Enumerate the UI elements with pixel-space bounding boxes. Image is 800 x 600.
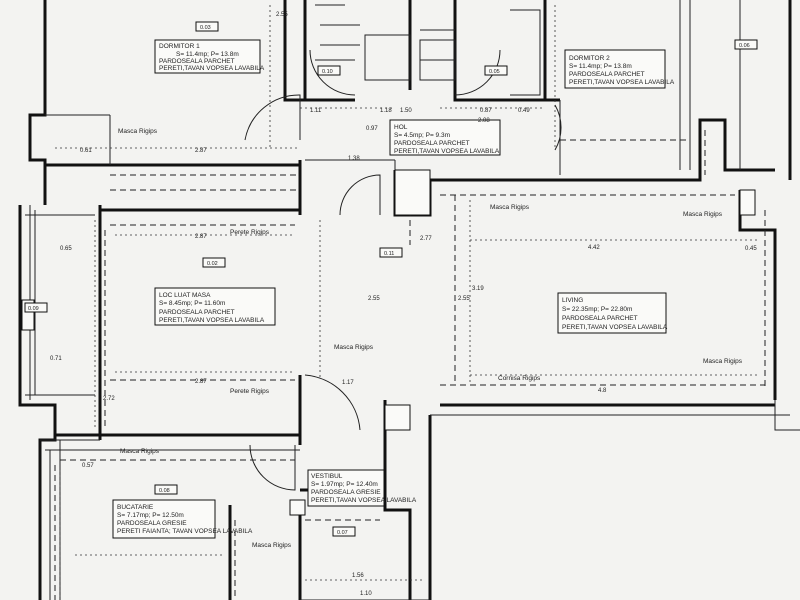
masca-rigips-label-1: Masca Rigips xyxy=(118,128,158,135)
dim-label: 3.19 xyxy=(472,286,484,292)
loc-luat-masa-title: LOC LUAT MASA xyxy=(159,292,211,299)
annotations: Masca Rigips Perete Rigips Perete Rigips… xyxy=(118,128,743,549)
dim-label: 2.87 xyxy=(195,234,207,240)
dim-label: 0.71 xyxy=(50,356,62,362)
vestibul-area: S= 1.97mp; P= 12.40m xyxy=(311,481,378,488)
living-area: S= 22.35mp; P= 22.80m xyxy=(562,306,632,313)
construction-lines xyxy=(25,0,800,600)
masca-rigips-label-4: Masca Rigips xyxy=(703,358,743,365)
hol-floor: PARDOSEALA PARCHET xyxy=(394,140,470,147)
dim-label: 0.65 xyxy=(60,246,72,252)
dim-label: 1.11 xyxy=(310,108,322,114)
dim-label: 1.17 xyxy=(342,380,354,386)
dormitor-1-title: DORMITOR 1 xyxy=(159,43,200,50)
door-swings xyxy=(244,49,562,491)
dim-label: 2.55 xyxy=(458,296,470,302)
loc-luat-masa-floor: PARDOSEALA PARCHET xyxy=(159,309,235,316)
dim-label: 4.8 xyxy=(598,388,607,394)
room-bucatarie: BUCATARIE S= 7.17mp; P= 12.50m PARDOSEAL… xyxy=(112,484,253,539)
masca-rigips-label-7: Masca Rigips xyxy=(252,542,292,549)
cornisa-rigips-label: Cornisa Rigips xyxy=(498,375,541,382)
room-living: LIVING S= 22.35mp; P= 22.80m PARDOSEALA … xyxy=(557,292,668,334)
bucatarie-code: 0.08 xyxy=(159,488,170,494)
dim-label: 0.87 xyxy=(480,108,492,114)
dormitor-2-code: 0.06 xyxy=(739,43,750,49)
dim-label: 0.97 xyxy=(366,126,378,132)
dim-label: 2.55 xyxy=(368,296,380,302)
loc-luat-masa-walls: PERETI,TAVAN VOPSEA LAVABILA xyxy=(159,317,265,324)
vestibul-title: VESTIBUL xyxy=(311,473,343,480)
perete-rigips-label-1: Perete Rigips xyxy=(230,229,270,236)
vestibul-floor: PARDOSEALA GRESIE xyxy=(311,489,381,496)
dimension-labels: 2.87 2.87 2.87 2.55 2.55 2.55 4.42 3.19 … xyxy=(50,12,757,597)
living-floor: PARDOSEALA PARCHET xyxy=(562,315,638,322)
dim-label: 1.18 xyxy=(380,108,392,114)
dormitor-2-title: DORMITOR 2 xyxy=(569,55,610,62)
dim-label: 1.38 xyxy=(348,156,360,162)
windows xyxy=(21,169,756,516)
hol-title: HOL xyxy=(394,124,408,131)
perete-rigips-label-2: Perete Rigips xyxy=(230,388,270,395)
dim-label: 4.42 xyxy=(588,245,600,251)
masca-rigips-label-5: Masca Rigips xyxy=(334,344,374,351)
masca-rigips-label-3: Masca Rigips xyxy=(683,211,723,218)
code-tag-4: 0.11 xyxy=(384,251,394,257)
loc-luat-masa-code: 0.02 xyxy=(207,261,218,267)
dim-label: 2.08 xyxy=(478,118,490,124)
living-title: LIVING xyxy=(562,297,583,304)
dormitor-2-walls: PERETI,TAVAN VOPSEA LAVABILA xyxy=(569,79,675,86)
hol-area: S= 4.5mp; P= 9.3m xyxy=(394,132,450,139)
dim-label: 2.72 xyxy=(103,396,115,402)
code-tag-3: 0.09 xyxy=(28,306,39,312)
living-walls: PERETI,TAVAN VOPSEA LAVABILA xyxy=(562,324,668,331)
dormitor-1-floor: PARDOSEALA PARCHET xyxy=(159,58,235,65)
dim-label: 0.45 xyxy=(745,246,757,252)
dormitor-1-code: 0.03 xyxy=(200,25,211,31)
dormitor-2-area: S= 11.4mp; P= 13.8m xyxy=(569,63,632,70)
dim-label: 0.49 xyxy=(518,108,530,114)
room-hol: HOL S= 4.5mp; P= 9.3m PARDOSEALA PARCHET… xyxy=(389,119,501,156)
dim-label: 1.10 xyxy=(360,591,372,597)
room-loc-luat-masa: LOC LUAT MASA S= 8.45mp; P= 11.60m PARDO… xyxy=(154,257,276,326)
room-dormitor-1: DORMITOR 1 S= 11.4mp; P= 13.8m PARDOSEAL… xyxy=(154,21,265,74)
dim-label: 0.61 xyxy=(80,148,92,154)
masca-rigips-label-6: Masca Rigips xyxy=(120,448,160,455)
loc-luat-masa-area: S= 8.45mp; P= 11.60m xyxy=(159,300,225,307)
small-code-tags: 0.10 0.05 0.09 0.11 xyxy=(24,65,508,313)
bucatarie-walls: PERETI FAIANTA; TAVAN VOPSEA LAVABILA xyxy=(117,528,253,535)
vestibul-code: 0.07 xyxy=(337,530,348,536)
dim-label: 1.56 xyxy=(352,573,364,579)
dim-label: 2.87 xyxy=(195,379,207,385)
dim-label: 1.50 xyxy=(400,108,412,114)
vestibul-walls: PERETI,TAVAN VOPSEA LAVABILA xyxy=(311,497,417,504)
dim-label: 2.77 xyxy=(420,236,432,242)
dim-label: 2.55 xyxy=(276,12,288,18)
dormitor-2-floor: PARDOSEALA PARCHET xyxy=(569,71,645,78)
dormitor-1-walls: PERETI,TAVAN VOPSEA LAVABILA xyxy=(159,65,265,72)
code-tag-1: 0.10 xyxy=(322,69,333,75)
bucatarie-floor: PARDOSEALA GRESIE xyxy=(117,520,187,527)
room-vestibul: VESTIBUL S= 1.97mp; P= 12.40m PARDOSEALA… xyxy=(307,469,417,537)
dim-label: 2.87 xyxy=(195,148,207,154)
bucatarie-title: BUCATARIE xyxy=(117,504,154,511)
room-dormitor-2: DORMITOR 2 S= 11.4mp; P= 13.8m PARDOSEAL… xyxy=(564,39,758,89)
code-tag-2: 0.05 xyxy=(489,69,500,75)
bucatarie-area: S= 7.17mp; P= 12.50m xyxy=(117,512,184,519)
dashed-ceiling-lines xyxy=(54,130,766,600)
dim-label: 0.57 xyxy=(82,463,94,469)
masca-rigips-label-2: Masca Rigips xyxy=(490,204,530,211)
hol-walls: PERETI,TAVAN VOPSEA LAVABILA xyxy=(394,148,500,155)
dormitor-1-area: S= 11.4mp; P= 13.8m xyxy=(176,51,239,58)
dotted-dimension-lines xyxy=(55,5,760,600)
